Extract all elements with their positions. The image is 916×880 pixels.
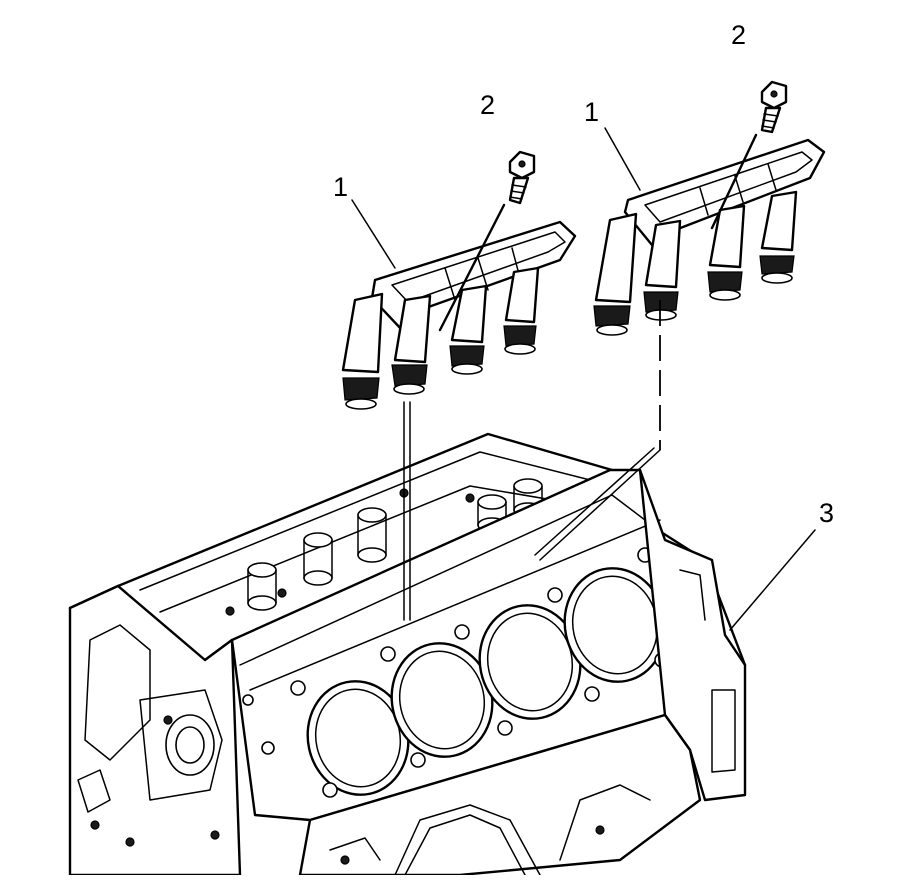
bolt-right <box>760 80 788 134</box>
callout-3: 3 <box>819 498 834 528</box>
bolt-left <box>508 150 536 205</box>
lifter-guide-right <box>534 80 826 561</box>
engine-block <box>68 432 747 877</box>
callout-2-left: 2 <box>480 90 495 120</box>
callouts: 1 1 2 2 3 <box>333 20 834 631</box>
callout-2-right: 2 <box>731 20 746 50</box>
callout-1-right: 1 <box>584 97 599 127</box>
cylinder-bores <box>306 567 667 796</box>
callout-1-left: 1 <box>333 172 348 202</box>
leader-1-right <box>604 127 641 191</box>
leader-3 <box>729 529 816 631</box>
leader-1-left <box>351 199 396 269</box>
lifter-guide-left <box>341 150 577 621</box>
